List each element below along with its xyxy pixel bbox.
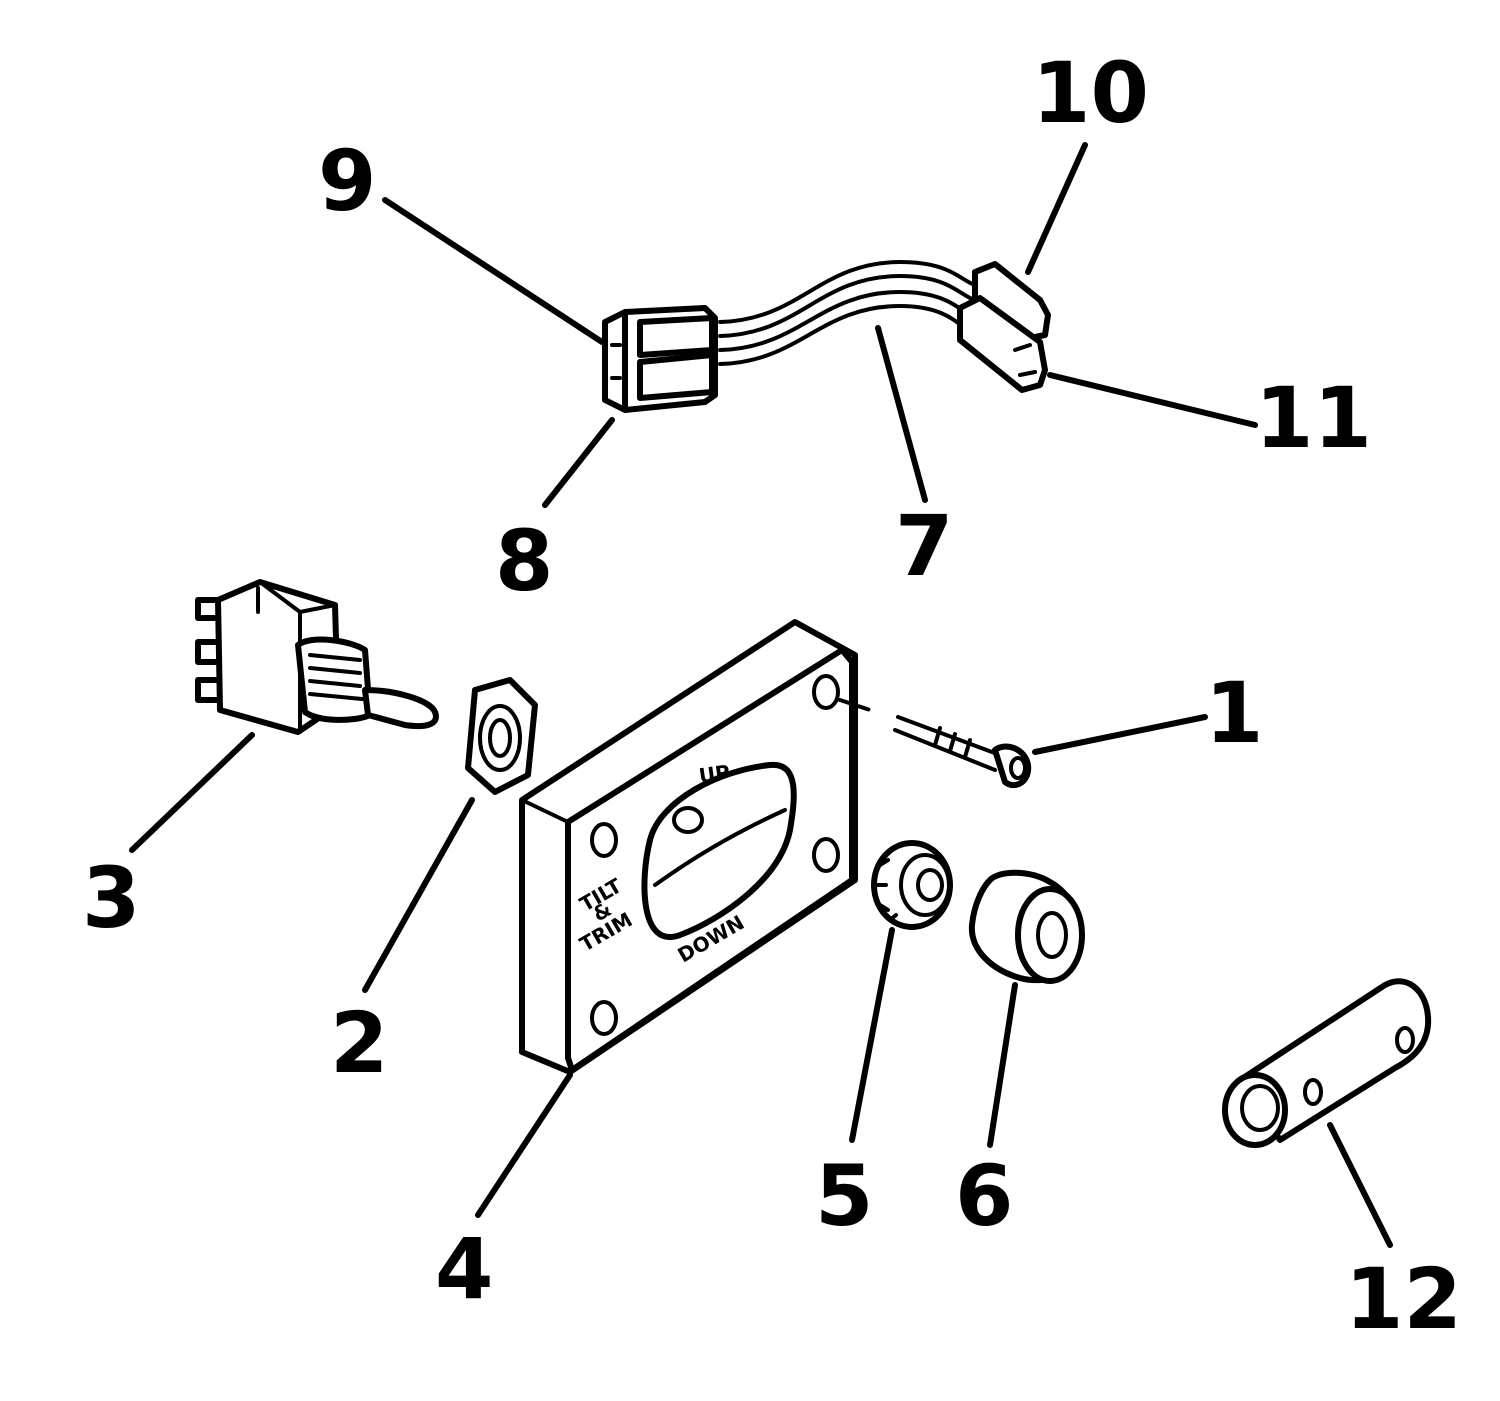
callout-numbers: 1 2 3 4 5 6 7 8 9 10 11 12 bbox=[82, 44, 1462, 1348]
callout-1: 1 bbox=[1205, 664, 1263, 762]
callout-9: 9 bbox=[318, 132, 376, 230]
boot-cap bbox=[968, 869, 1085, 984]
callout-10: 10 bbox=[1032, 44, 1149, 142]
grommet bbox=[871, 840, 953, 930]
callout-3: 3 bbox=[82, 849, 140, 947]
left-connector bbox=[602, 305, 718, 413]
callout-6: 6 bbox=[955, 1147, 1013, 1245]
callout-12: 12 bbox=[1345, 1250, 1462, 1348]
toggle-switch bbox=[195, 579, 439, 735]
wire-harness bbox=[602, 260, 1051, 413]
callout-4: 4 bbox=[435, 1220, 493, 1318]
leader-lines bbox=[129, 142, 1393, 1248]
plate-label-up: UP bbox=[697, 760, 731, 788]
screw bbox=[838, 698, 1032, 789]
sleeve bbox=[1222, 978, 1432, 1148]
callout-5: 5 bbox=[815, 1147, 873, 1245]
switch-plate: UP DOWN TILT & TRIM bbox=[519, 619, 858, 1075]
callout-11: 11 bbox=[1255, 369, 1372, 467]
right-connector bbox=[957, 261, 1051, 393]
callout-7: 7 bbox=[895, 497, 953, 595]
callout-8: 8 bbox=[495, 512, 553, 610]
callout-2: 2 bbox=[330, 994, 388, 1092]
hex-nut bbox=[465, 677, 538, 795]
